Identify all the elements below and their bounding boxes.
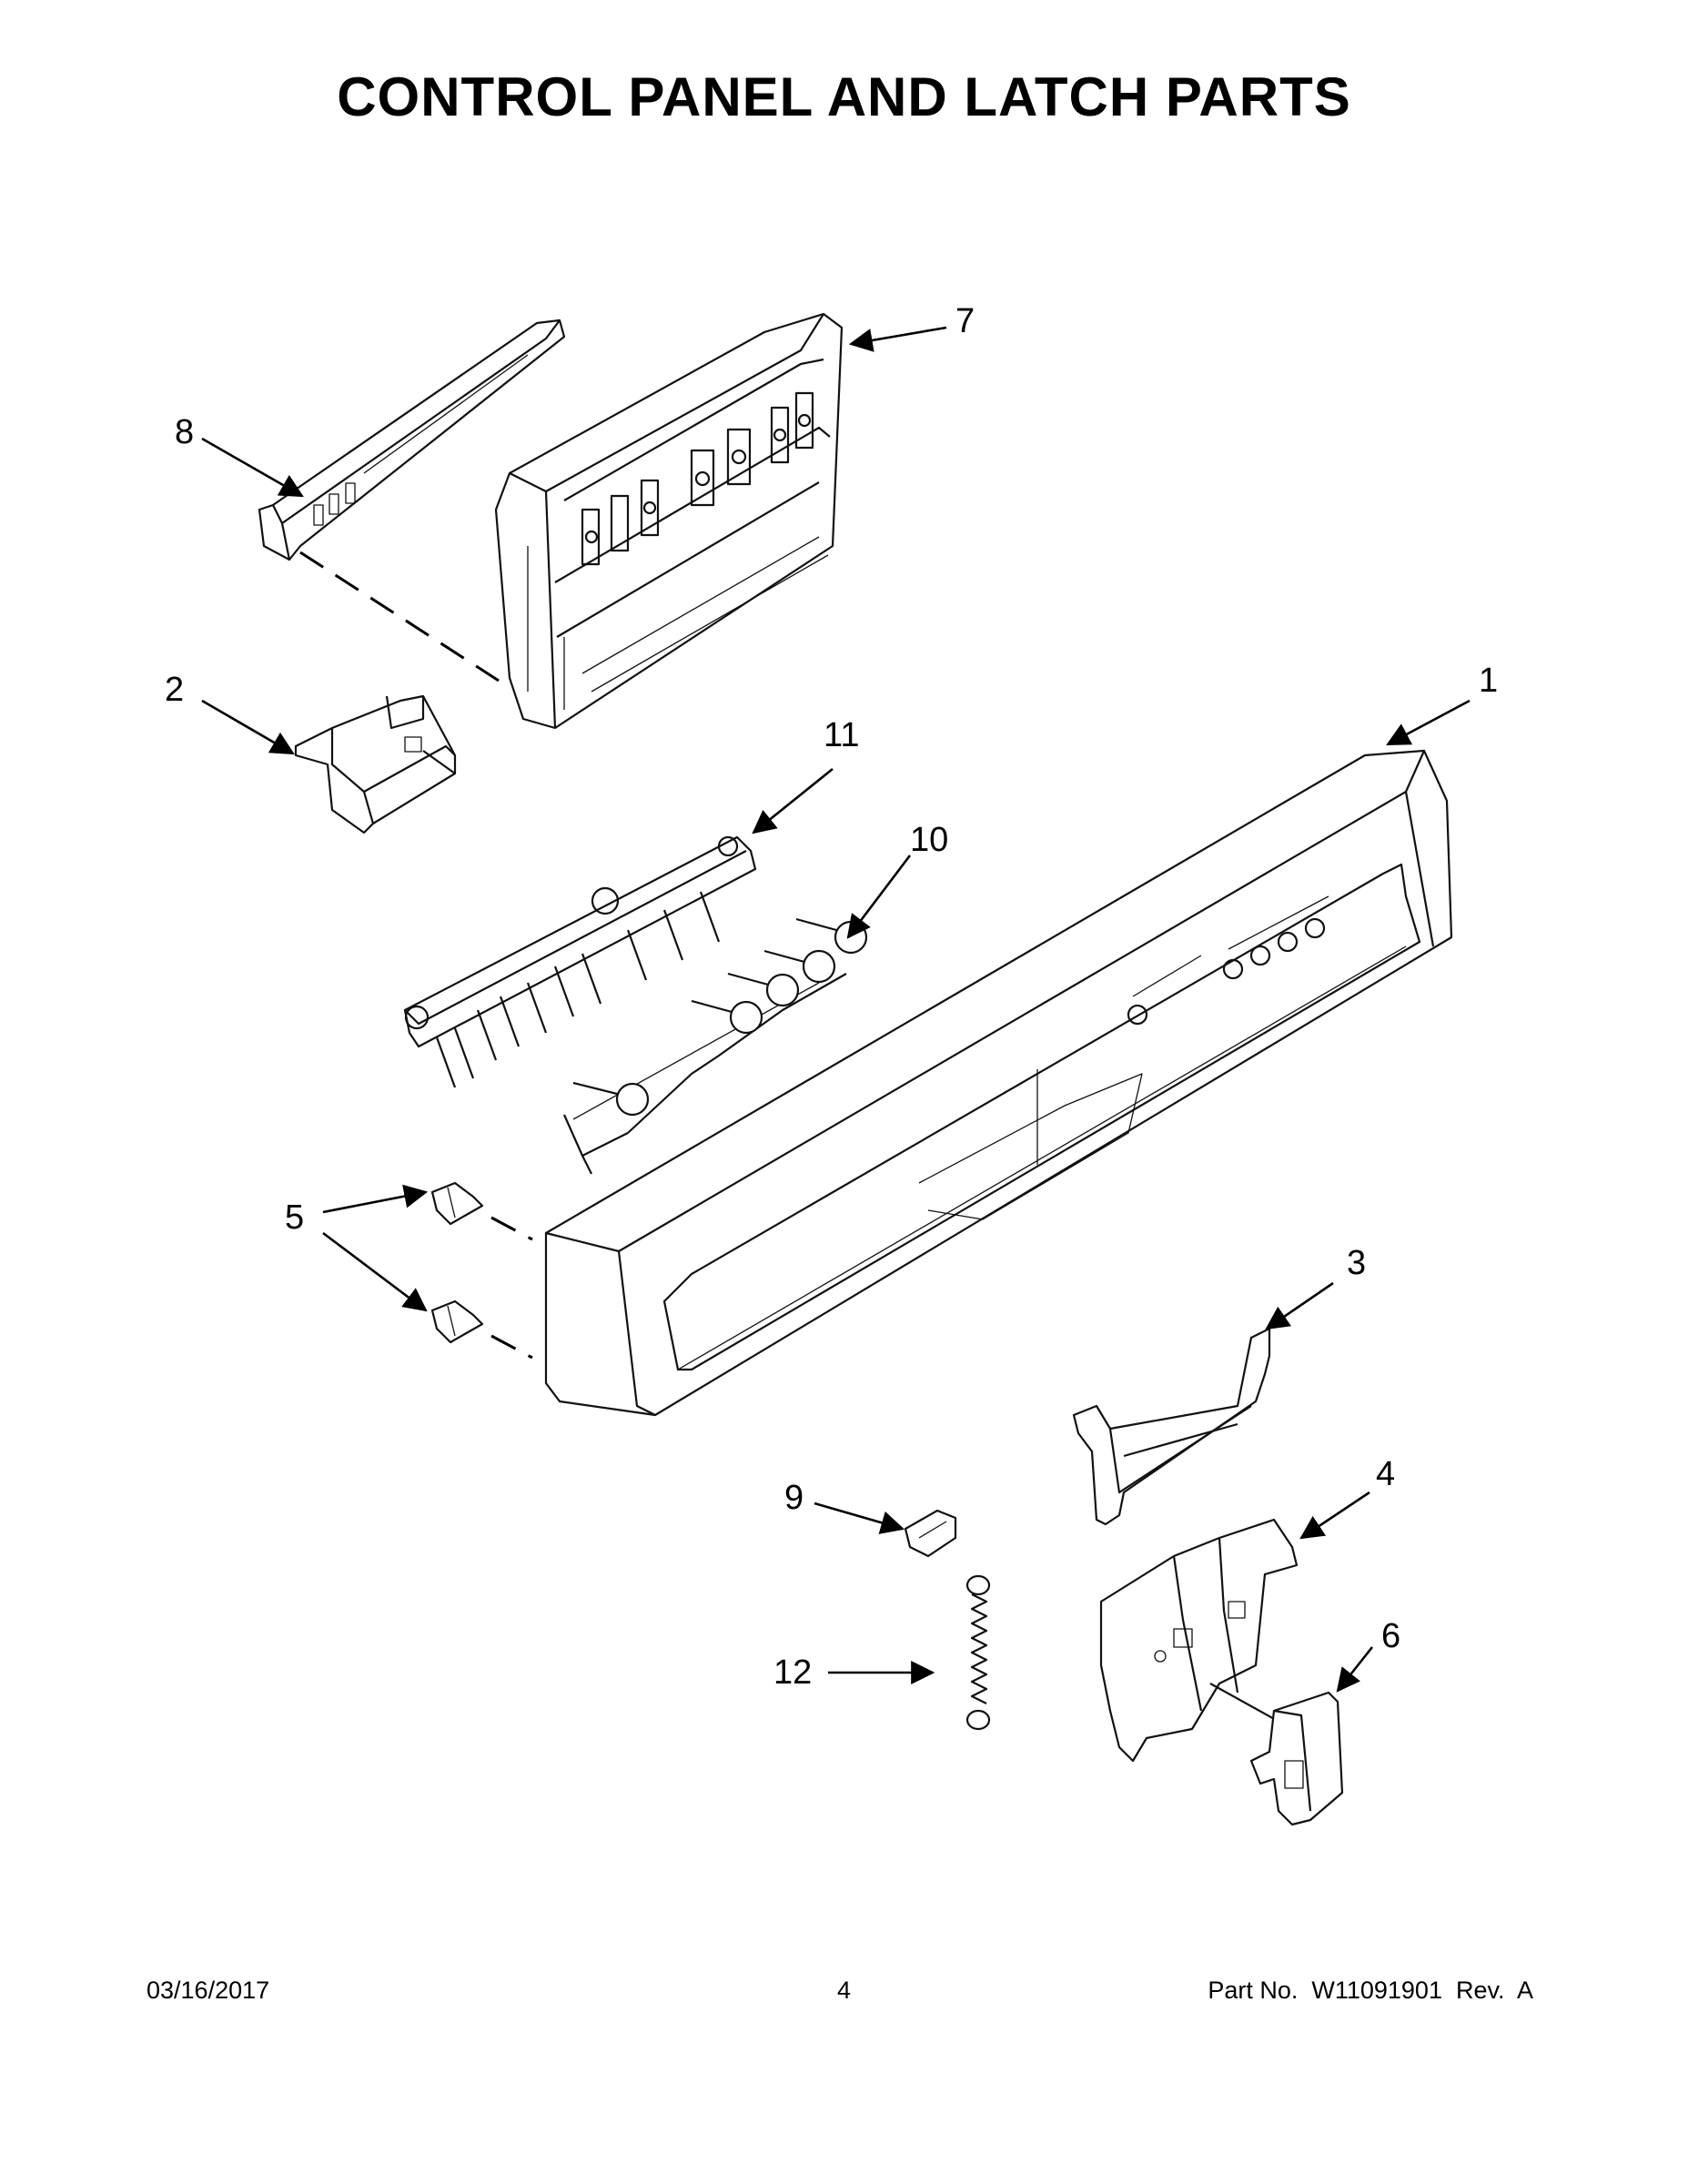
part-8-bracket	[258, 318, 566, 561]
footer-part-number: Part No. W11091901 Rev. A	[1208, 1977, 1533, 2004]
callout-5: 5	[285, 1198, 304, 1237]
callout-8: 8	[175, 413, 194, 451]
part-2-cover	[294, 694, 457, 834]
callout-10: 10	[910, 821, 948, 859]
part-6-latch-hook	[1249, 1691, 1344, 1826]
callout-7: 7	[955, 302, 975, 340]
part-1-control-panel	[544, 749, 1453, 1417]
part-5-screw-lower	[430, 1299, 484, 1344]
part-7-control-board	[494, 312, 844, 730]
footer-page-number: 4	[836, 1977, 852, 2004]
page-title: CONTROL PANEL AND LATCH PARTS	[337, 66, 1351, 127]
part-10-buttons	[572, 917, 868, 1117]
callout-2: 2	[165, 671, 184, 709]
part-9-switch	[904, 1509, 957, 1558]
callout-3: 3	[1347, 1244, 1366, 1282]
part-3-latch-bracket	[1072, 1327, 1271, 1526]
part-5-screw-upper	[430, 1181, 484, 1226]
part-4-door-latch	[1099, 1518, 1299, 1763]
part-11-button-carrier	[403, 835, 847, 1175]
callout-12: 12	[773, 1653, 812, 1692]
callout-1: 1	[1479, 662, 1498, 700]
callout-6: 6	[1381, 1617, 1400, 1655]
footer-date: 03/16/2017	[147, 1977, 270, 2004]
callout-11: 11	[824, 716, 859, 754]
part-12-spring	[965, 1574, 991, 1731]
callout-4: 4	[1376, 1455, 1395, 1493]
callout-9: 9	[784, 1479, 804, 1517]
